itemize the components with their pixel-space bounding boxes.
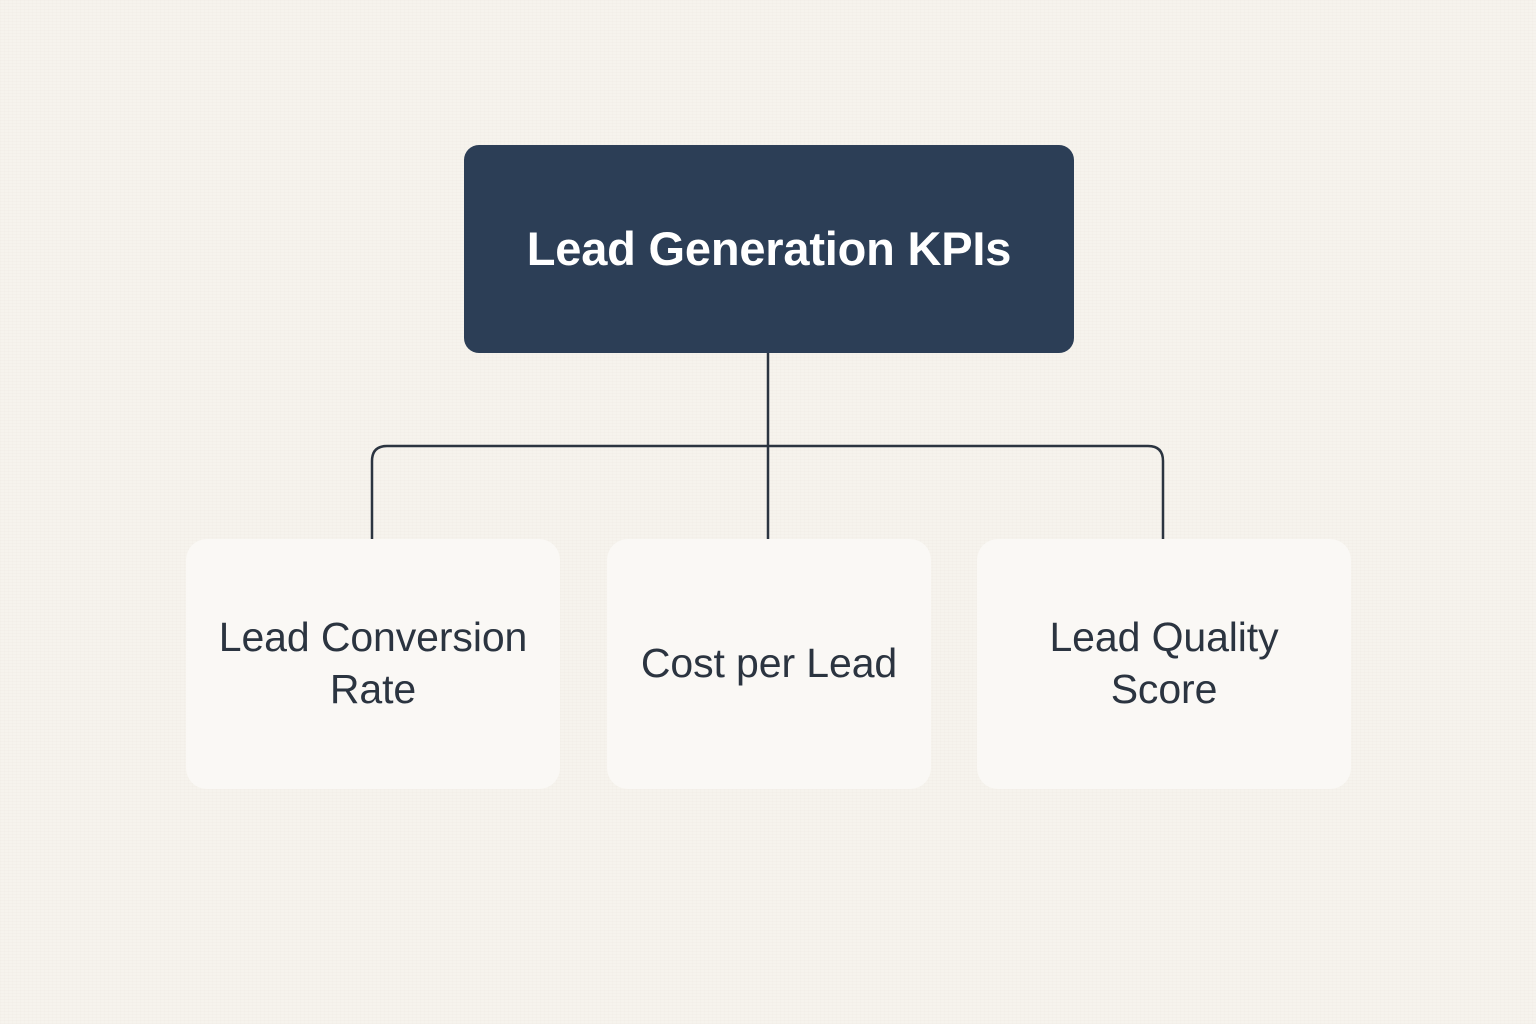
node-child-label-3: Lead Quality Score [1049,614,1279,712]
node-child-label-1: Lead Conversion Rate [218,614,528,712]
node-child-cost-per-lead[interactable]: Cost per Lead [607,539,931,789]
node-root-lead-generation-kpis[interactable]: Lead Generation KPIs [464,145,1074,353]
node-child-label-2: Cost per Lead [640,640,898,687]
node-root-label: Lead Generation KPIs [526,222,1012,276]
node-child-lead-quality-score[interactable]: Lead Quality Score [977,539,1351,789]
node-child-lead-conversion-rate[interactable]: Lead Conversion Rate [186,539,560,789]
connector-branch-left [370,444,770,541]
connector-branch-right [766,444,1165,541]
